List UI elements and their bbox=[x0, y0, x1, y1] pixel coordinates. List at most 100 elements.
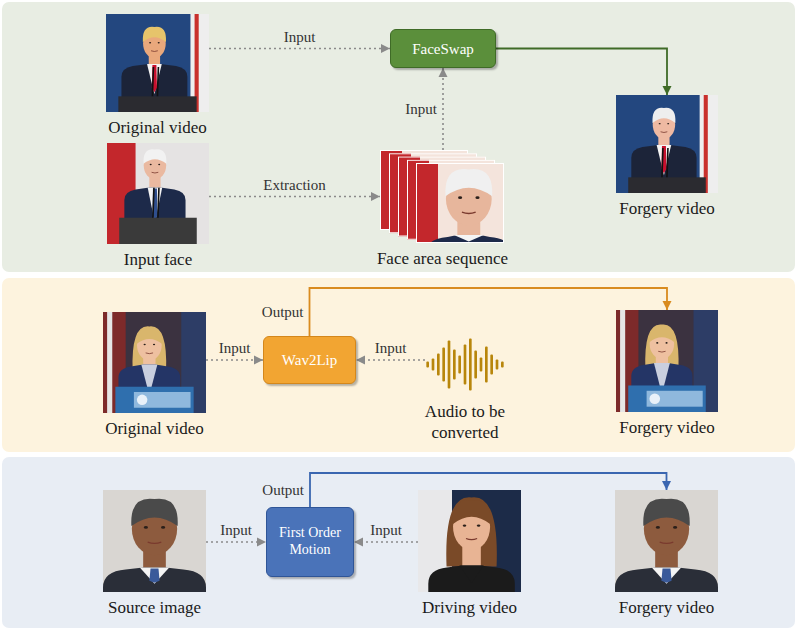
backdrop bbox=[615, 490, 718, 592]
backdrop bbox=[103, 312, 206, 413]
video-frame bbox=[418, 490, 521, 592]
photo bbox=[616, 310, 718, 412]
wave-bar bbox=[458, 356, 461, 374]
arrowhead bbox=[381, 44, 390, 53]
shirt bbox=[140, 568, 169, 584]
arrowhead bbox=[354, 538, 363, 547]
caption: Forgery video bbox=[619, 597, 715, 618]
eye bbox=[477, 524, 480, 526]
flag bbox=[416, 163, 438, 243]
media-thumbnail: Forgery video bbox=[616, 310, 718, 412]
arrowhead bbox=[254, 356, 263, 365]
caption: Input face bbox=[124, 249, 192, 270]
video-frame bbox=[616, 310, 718, 412]
wave-bar bbox=[432, 359, 435, 371]
mouth bbox=[661, 131, 668, 133]
process-box: FaceSwap bbox=[390, 29, 496, 68]
backdrop bbox=[107, 143, 209, 244]
arrowhead bbox=[371, 192, 380, 201]
podium-sign bbox=[134, 392, 191, 408]
backdrop-stripe bbox=[107, 312, 112, 413]
box-label: Wav2Lip bbox=[282, 351, 337, 369]
hair bbox=[143, 149, 166, 164]
dotted-connector bbox=[209, 48, 390, 50]
box-label: First Order Motion bbox=[279, 525, 341, 559]
eye bbox=[149, 42, 151, 43]
output-connector bbox=[310, 288, 668, 336]
video-frame bbox=[616, 95, 718, 193]
hair bbox=[453, 500, 491, 524]
hair bbox=[652, 108, 675, 123]
dotted-connector bbox=[442, 68, 444, 150]
caption: Source image bbox=[108, 597, 201, 618]
eye bbox=[659, 123, 661, 124]
wave-bar bbox=[485, 347, 488, 383]
wave-bar bbox=[442, 348, 445, 382]
tie bbox=[661, 569, 671, 583]
media-thumbnail: Input face bbox=[107, 143, 209, 244]
podium-seal bbox=[649, 393, 660, 404]
backdrop-stripe bbox=[620, 310, 625, 412]
dotted-connector bbox=[356, 359, 425, 361]
media-thumbnail: Face area sequence bbox=[380, 150, 505, 243]
podium-seal bbox=[137, 395, 148, 406]
edge-label: Input bbox=[219, 339, 251, 357]
wave-bar bbox=[469, 339, 472, 391]
suit bbox=[615, 568, 718, 592]
eye bbox=[665, 342, 667, 344]
hair bbox=[137, 328, 162, 344]
suit bbox=[428, 566, 515, 592]
photo bbox=[103, 490, 206, 592]
caption: Original video bbox=[108, 117, 207, 138]
mouth bbox=[146, 352, 153, 354]
edge-label: Input bbox=[375, 339, 407, 357]
eye bbox=[158, 42, 160, 43]
eye bbox=[161, 526, 165, 529]
podium bbox=[119, 218, 197, 244]
arrowhead bbox=[356, 356, 365, 365]
frame bbox=[416, 163, 505, 243]
microphone bbox=[662, 148, 668, 177]
arrowhead bbox=[439, 68, 448, 77]
suit bbox=[425, 235, 505, 243]
panel-band bbox=[2, 2, 795, 272]
video-frame bbox=[106, 14, 209, 112]
shirt bbox=[460, 566, 484, 583]
backdrop bbox=[418, 490, 521, 592]
mouth bbox=[466, 538, 477, 539]
mouth bbox=[151, 50, 158, 52]
eye bbox=[158, 164, 160, 165]
media-thumbnail: Audio to be converted bbox=[425, 337, 505, 392]
photo bbox=[107, 143, 209, 244]
microphone bbox=[153, 188, 159, 218]
photo bbox=[616, 95, 718, 193]
output-connector bbox=[496, 49, 667, 96]
hair bbox=[649, 326, 674, 342]
eye bbox=[153, 344, 155, 346]
media-thumbnail: Original video bbox=[106, 14, 209, 112]
wave-bar bbox=[437, 354, 440, 376]
arrowhead bbox=[662, 481, 671, 490]
caption: Original video bbox=[105, 418, 204, 439]
suit bbox=[103, 568, 206, 592]
shirt bbox=[652, 568, 681, 584]
caption: Forgery video bbox=[619, 198, 715, 219]
eye bbox=[475, 196, 479, 199]
edge-label: Input bbox=[370, 521, 402, 539]
wave-bar bbox=[501, 362, 504, 368]
edge-label: Input bbox=[220, 521, 252, 539]
backdrop bbox=[616, 95, 718, 193]
audio-waveform bbox=[425, 337, 505, 392]
eye bbox=[463, 524, 466, 526]
caption: Forgery video bbox=[619, 417, 715, 438]
wave-bar bbox=[448, 341, 451, 389]
edge-label: Extraction bbox=[263, 176, 325, 194]
backdrop bbox=[106, 14, 209, 112]
hair bbox=[131, 499, 177, 526]
wave-bar bbox=[453, 350, 456, 380]
arrowhead bbox=[257, 538, 266, 547]
eye bbox=[656, 342, 658, 344]
mouth bbox=[660, 542, 674, 543]
photo bbox=[103, 312, 206, 413]
